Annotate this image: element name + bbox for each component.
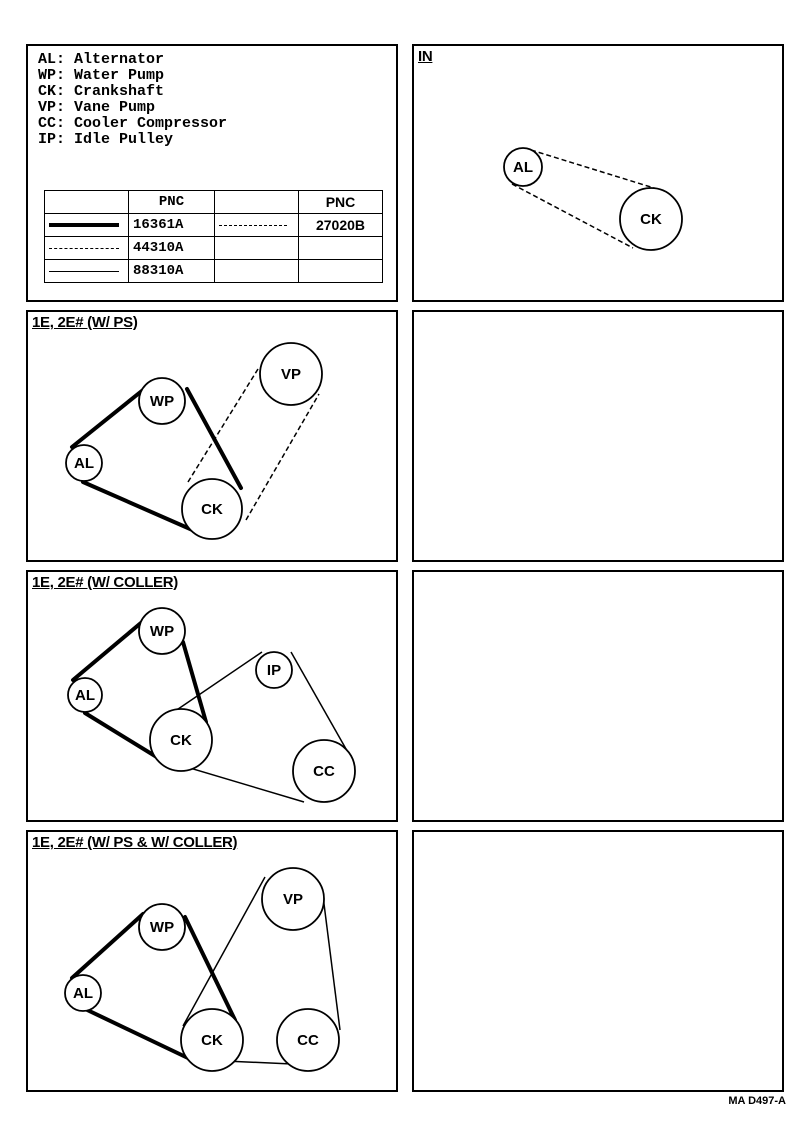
svg-text:WP: WP [150, 623, 174, 640]
pnc-code: 16361A [128, 213, 215, 237]
belt-dashed [187, 368, 320, 521]
pnc-code: 88310A [128, 259, 215, 283]
legend-item: CC: Cooler Compressor [38, 115, 228, 132]
belt-diagram-ps: WP VP AL CK [65, 342, 323, 540]
legend-panel: AL: Alternator WP: Water Pump CK: Cranks… [26, 44, 398, 302]
svg-text:CK: CK [640, 211, 662, 228]
belt-thick [70, 912, 237, 1061]
legend-item: WP: Water Pump [38, 67, 165, 84]
line-swatch-thin-dashed [214, 213, 299, 237]
pnc-code-2 [298, 259, 383, 283]
pulley-ck: CK [149, 708, 213, 772]
belt-diagram-ps-cooler: VP WP AL CK CC [64, 867, 341, 1072]
pulley-cc: CC [276, 1008, 340, 1072]
svg-text:AL: AL [75, 687, 95, 704]
legend-item: AL: Alternator [38, 51, 165, 68]
pnc-code-2 [298, 236, 383, 260]
svg-text:VP: VP [283, 891, 303, 908]
pulley-vp: VP [259, 342, 323, 406]
pulley-wp: WP [138, 377, 186, 425]
table-row: 88310A [44, 259, 383, 283]
svg-text:AL: AL [513, 159, 533, 176]
pulley-ck: CK [181, 478, 243, 540]
pnc-code-2: 27020B [298, 213, 383, 237]
abbreviation-legend: AL: Alternator WP: Water Pump CK: Cranks… [38, 52, 227, 148]
pulley-ip: IP [255, 651, 293, 689]
diagram-panel-ps-cooler: VP WP AL CK CC 1E, 2E# (W/ PS & W/ COLLE… [26, 830, 398, 1092]
pulley-ck: CK [619, 187, 683, 251]
panel-title: 1E, 2E# (W/ COLLER) [32, 574, 178, 591]
belt-diagram-cooler: WP IP AL CK CC [67, 607, 356, 803]
line-swatch-thin [44, 259, 129, 283]
pnc-header-2: PNC [298, 190, 383, 214]
pulley-cc: CC [292, 739, 356, 803]
pulley-al: AL [65, 444, 103, 482]
legend-item: VP: Vane Pump [38, 99, 156, 116]
pnc-code: 44310A [128, 236, 215, 260]
pulley-al: AL [503, 147, 543, 187]
pulley-wp: WP [138, 607, 186, 655]
pulley-ck: CK [180, 1008, 244, 1072]
pulley-al: AL [64, 974, 102, 1012]
empty-panel [412, 830, 784, 1092]
table-row: 44310A [44, 236, 383, 260]
legend-item: CK: Crankshaft [38, 83, 165, 100]
belt-dashed [511, 149, 655, 249]
svg-text:WP: WP [150, 393, 174, 410]
panel-title: 1E, 2E# (W/ PS) [32, 314, 138, 331]
svg-text:AL: AL [73, 985, 93, 1002]
empty-panel [412, 310, 784, 562]
belt-diagram-in: AL CK [503, 147, 683, 251]
diagram-panel-in: AL CK IN [412, 44, 784, 302]
panel-title: 1E, 2E# (W/ PS & W/ COLLER) [32, 834, 238, 851]
diagram-panel-cooler: WP IP AL CK CC 1E, 2E# (W/ COLLER) [26, 570, 398, 822]
svg-text:VP: VP [281, 366, 301, 383]
pulley-al: AL [67, 677, 103, 713]
pnc-table: PNC PNC 16361A 27020B 44310A 88310A [44, 190, 383, 283]
svg-text:CC: CC [297, 1032, 319, 1049]
svg-text:IP: IP [267, 662, 281, 679]
svg-text:CK: CK [170, 732, 192, 749]
belt-thick [70, 384, 243, 534]
line-swatch-dashed [44, 236, 129, 260]
pnc-table-header-row: PNC PNC [44, 190, 383, 214]
line-swatch-thick [44, 213, 129, 237]
figure-code: MA D497-A [728, 1095, 786, 1107]
diagram-panel-ps: WP VP AL CK 1E, 2E# (W/ PS) [26, 310, 398, 562]
svg-text:AL: AL [74, 455, 94, 472]
pnc-header: PNC [128, 190, 215, 214]
pulley-vp: VP [261, 867, 325, 931]
svg-text:CK: CK [201, 1032, 223, 1049]
svg-text:CK: CK [201, 501, 223, 518]
empty-panel [412, 570, 784, 822]
panel-title: IN [418, 48, 433, 65]
table-row: 16361A 27020B [44, 213, 383, 237]
svg-text:CC: CC [313, 763, 335, 780]
legend-item: IP: Idle Pulley [38, 131, 174, 148]
svg-text:WP: WP [150, 919, 174, 936]
pulley-wp: WP [138, 903, 186, 951]
